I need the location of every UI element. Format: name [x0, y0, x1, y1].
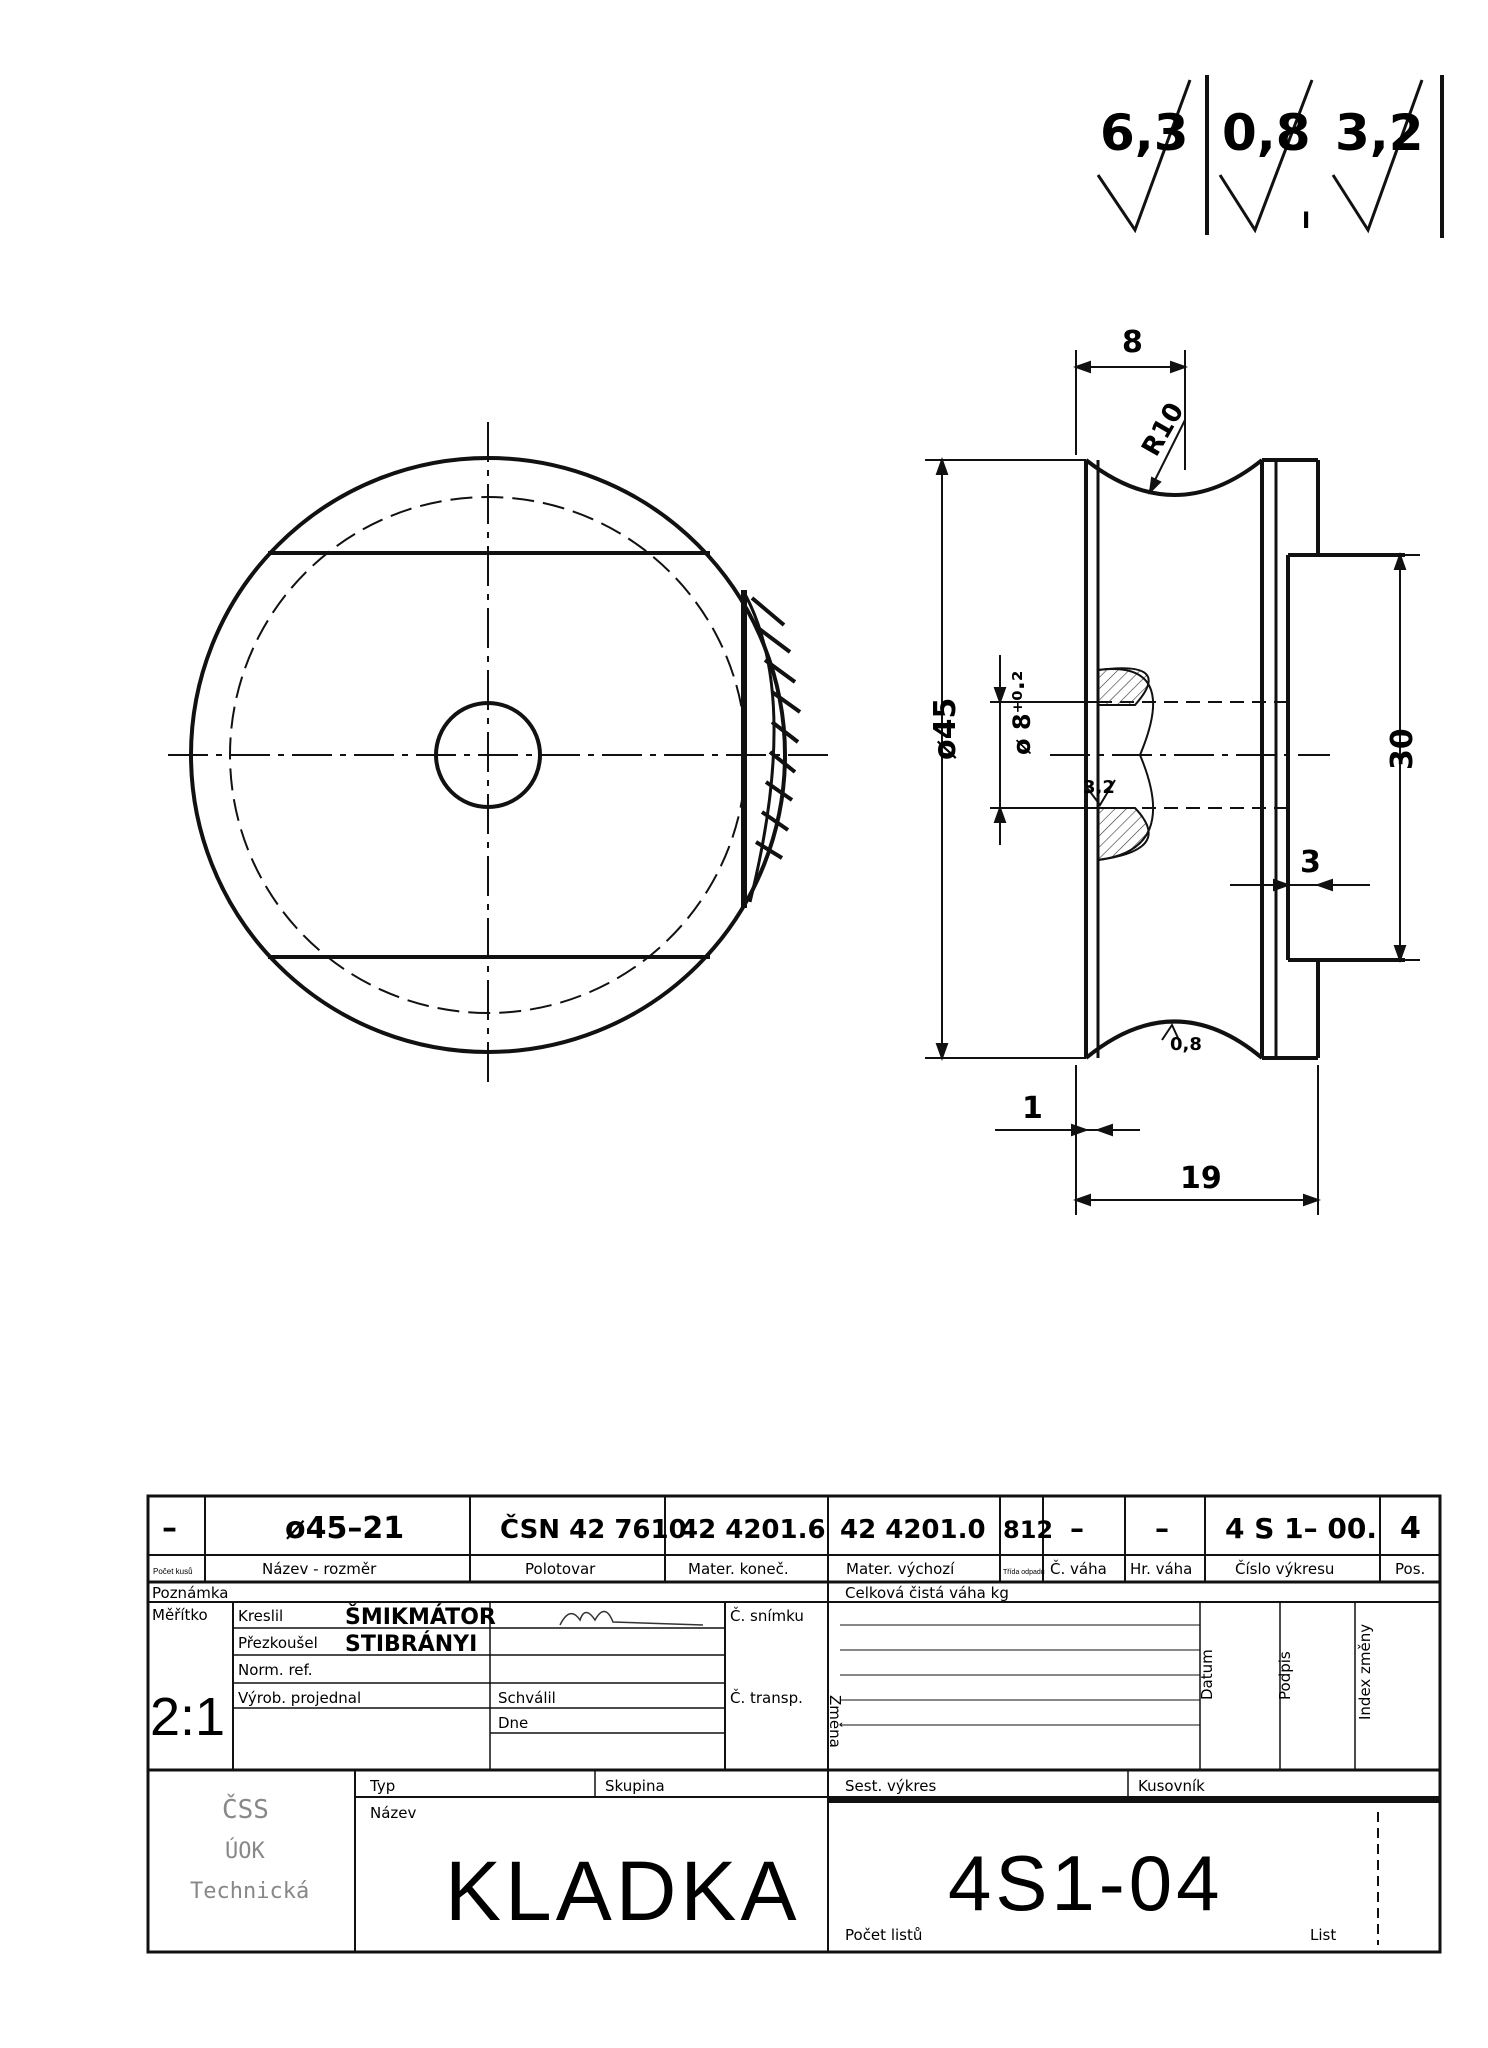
- note-label: Poznámka: [152, 1584, 229, 1602]
- index-label: Index změny: [1356, 1624, 1374, 1720]
- norm-label: Norm. ref.: [238, 1661, 312, 1679]
- side-view: [1050, 458, 1405, 1060]
- sheet-label: List: [1310, 1926, 1336, 1944]
- approved-label: Schválil: [498, 1689, 556, 1707]
- org-line-3: Technická: [190, 1879, 309, 1904]
- roughness-value-b: 0,8: [1222, 104, 1311, 162]
- name-size-value: ø45–21: [285, 1511, 404, 1546]
- sign-label: Podpis: [1276, 1651, 1294, 1700]
- date-label: Dne: [498, 1714, 528, 1732]
- drawn-signature: [559, 1610, 704, 1626]
- org-line-2: ÚOK: [225, 1838, 265, 1864]
- roughness-bracket-mark: I: [1302, 209, 1310, 234]
- checked-label: Přezkoušel: [238, 1634, 318, 1652]
- dim-radius: R10: [1136, 398, 1190, 462]
- dim-flange: 1: [1022, 1091, 1043, 1126]
- gross-weight-value: –: [1155, 1512, 1169, 1545]
- surface-finish-symbols: [1096, 75, 1444, 238]
- drawn-value: ŠMIKMÁTOR: [345, 1604, 496, 1630]
- dim-hub-step: 3: [1300, 845, 1321, 880]
- transp-label: Č. transp.: [730, 1688, 803, 1707]
- dim-hub-diameter: 30: [1385, 728, 1420, 770]
- class-value: 812: [1003, 1516, 1053, 1544]
- datum-label: Datum: [1198, 1649, 1216, 1700]
- piece-weight-label: Č. váha: [1050, 1559, 1107, 1578]
- dimension-lines: [925, 350, 1420, 1215]
- parts-list-label: Kusovník: [1138, 1777, 1205, 1795]
- name-label: Název - rozměr: [262, 1560, 377, 1578]
- group-label: Skupina: [605, 1777, 665, 1795]
- position-label: Pos.: [1395, 1560, 1425, 1578]
- part-name: KLADKA: [445, 1844, 801, 1938]
- title-label: Název: [370, 1804, 417, 1822]
- scale-value: 2:1: [150, 1687, 225, 1747]
- part-number: 4S1-04: [948, 1839, 1224, 1927]
- dim-total-width: 19: [1180, 1161, 1222, 1196]
- assembly-label: Sest. výkres: [845, 1777, 936, 1795]
- material-final-value: 42 4201.6: [680, 1515, 826, 1545]
- roughness-value-c: 3,2: [1335, 104, 1424, 162]
- type-label: Typ: [369, 1777, 395, 1795]
- org-line-1: ČSS: [222, 1793, 269, 1825]
- dim-top-width: 8: [1122, 325, 1143, 360]
- knurl-texture: [750, 596, 802, 860]
- snapshot-label: Č. snímku: [730, 1606, 804, 1625]
- position-value: 4: [1400, 1511, 1421, 1546]
- prod-label: Výrob. projednal: [238, 1689, 361, 1707]
- drawing-number-label: Číslo výkresu: [1235, 1559, 1334, 1578]
- dim-bore-diameter: ø 8⁺⁰·²: [1008, 671, 1036, 755]
- net-weight-label: Celková čistá váha kg: [845, 1584, 1009, 1602]
- material-initial-value: 42 4201.0: [840, 1515, 986, 1545]
- gross-weight-label: Hr. váha: [1130, 1560, 1192, 1578]
- semi-label: Polotovar: [525, 1560, 596, 1578]
- semi-product-value: ČSN 42 7610: [500, 1513, 687, 1545]
- front-view: [168, 422, 832, 1088]
- drawn-label: Kreslil: [238, 1607, 283, 1625]
- roughness-value-a: 6,3: [1100, 104, 1189, 162]
- mat-initial-label: Mater. výchozí: [846, 1560, 955, 1578]
- class-label: Třída odpadu: [1003, 1569, 1045, 1576]
- count-label: Počet kusů: [153, 1567, 193, 1576]
- checked-value: STIBRÁNYI: [345, 1631, 477, 1657]
- sheet-count-label: Počet listů: [845, 1926, 922, 1944]
- drawing-number-value: 4 S 1– 00.: [1225, 1512, 1377, 1545]
- dim-groove-roughness: 0,8: [1170, 1034, 1202, 1055]
- piece-weight-value: –: [1070, 1512, 1084, 1545]
- change-label: Změna: [826, 1695, 844, 1748]
- dim-outer-diameter: ø45: [928, 698, 963, 760]
- title-block-frame: [146, 1494, 1442, 1954]
- mat-final-label: Mater. koneč.: [688, 1560, 789, 1578]
- scale-label: Měřítko: [152, 1606, 208, 1624]
- dim-bore-roughness: 3,2: [1083, 777, 1115, 798]
- count-value: –: [162, 1511, 177, 1546]
